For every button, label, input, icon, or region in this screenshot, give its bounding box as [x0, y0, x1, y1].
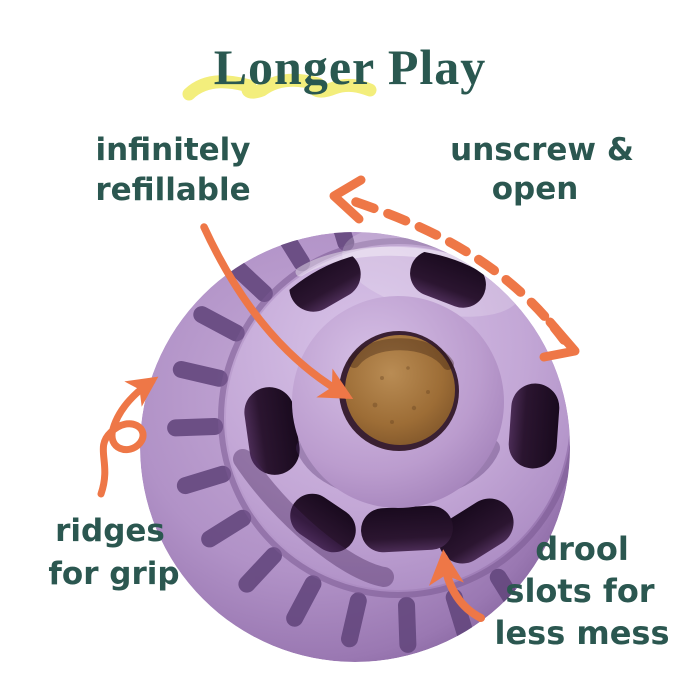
drool-slot: [508, 383, 560, 469]
drool-slot: [438, 498, 514, 564]
refillable-curved-arrow-icon: [200, 223, 354, 400]
ridge-groove: [176, 465, 232, 495]
label-line: slots for: [505, 572, 654, 610]
ridge-groove: [227, 258, 273, 302]
annotation-infinitely-refillable: infinitely refillable: [95, 132, 250, 208]
drool-curved-arrow-icon: [428, 549, 485, 622]
label-line: for grip: [48, 556, 179, 592]
label-line: open: [492, 171, 579, 207]
grip-ridges: [167, 232, 528, 653]
ridge-groove: [238, 547, 282, 593]
drool-slot: [244, 387, 300, 475]
treat-speckles: [372, 366, 430, 424]
ridge-groove: [172, 361, 228, 387]
unscrew-dashed-arrow-icon: [329, 175, 580, 362]
page-title: Longer Play: [214, 39, 487, 95]
label-line: infinitely: [95, 132, 250, 168]
face-rim-crease: [218, 238, 570, 598]
treat-ball: [345, 335, 455, 445]
drool-slots: [244, 250, 560, 564]
ridge-groove: [341, 592, 367, 648]
title-highlight-squiggle: [182, 73, 377, 101]
toy-ball-graphic: [140, 232, 570, 662]
annotation-ridges-for-grip: ridges for grip: [48, 513, 179, 592]
label-line: drool: [535, 530, 629, 568]
ridge-groove: [201, 509, 252, 548]
treat-top-shadow: [348, 338, 454, 370]
label-line: unscrew &: [450, 132, 634, 168]
annotation-drool-slots: drool slots for less mess: [494, 530, 669, 652]
face-inner-shadow: [233, 449, 394, 587]
label-line: refillable: [95, 172, 250, 208]
ridge-groove: [286, 575, 322, 627]
ridge-groove: [325, 232, 355, 252]
ridge-groove: [398, 596, 417, 653]
ridge-groove: [193, 306, 245, 342]
ridges-loop-arrow-icon: [97, 376, 159, 498]
label-line: ridges: [55, 513, 165, 549]
ridge-groove: [167, 418, 224, 437]
drool-slot: [361, 505, 453, 553]
drool-slot: [290, 493, 356, 553]
annotation-unscrew-open: unscrew & open: [450, 132, 634, 207]
label-line: less mess: [494, 614, 669, 652]
ridge-groove: [445, 588, 475, 644]
